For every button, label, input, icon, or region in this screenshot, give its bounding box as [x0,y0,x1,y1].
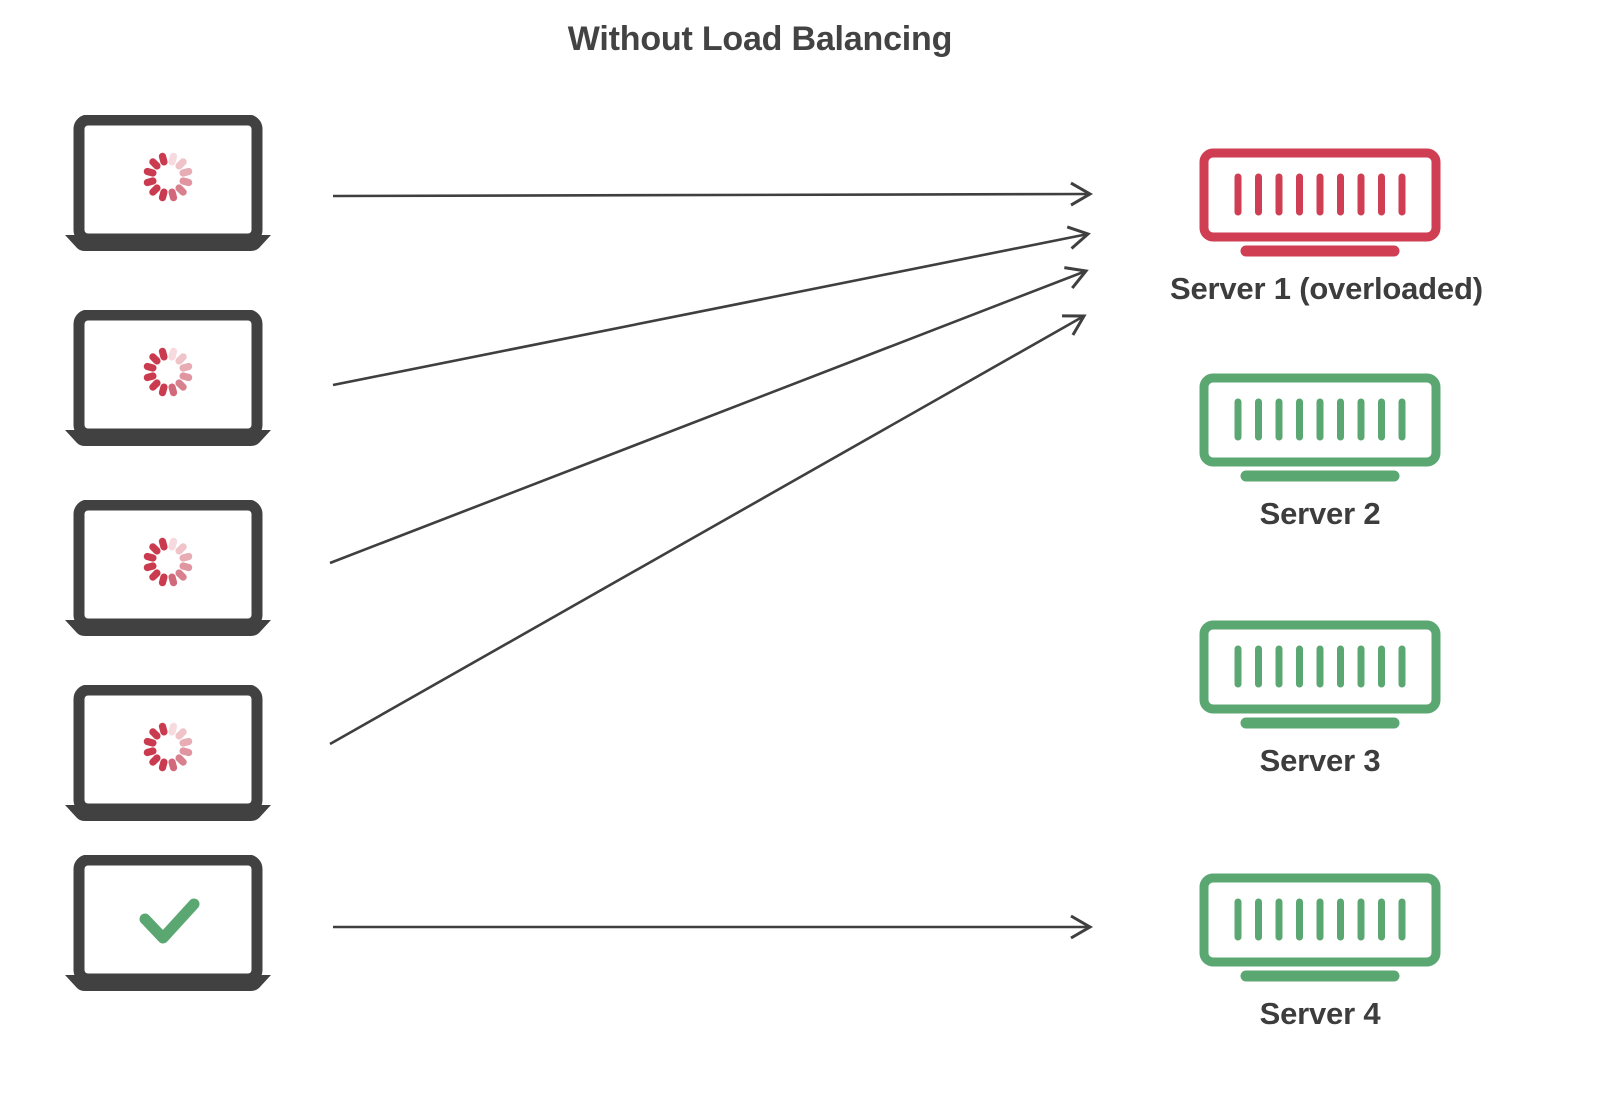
spinner-icon [143,347,193,397]
laptop-base [65,235,271,251]
arrow-shaft [332,232,1089,387]
server-label-2: Server 2 [1259,496,1381,531]
request-arrow-3 [329,266,1089,565]
laptop-screen-frame [73,685,263,815]
laptop-base [65,805,271,821]
spinner-icon [143,722,193,772]
laptop-screen-frame [73,500,263,630]
client-laptop-1 [63,115,273,255]
arrow-head [1070,914,1093,940]
request-arrow-5 [333,914,1093,940]
laptop-base [65,430,271,446]
arrow-shaft [329,269,1087,565]
server-label-3: Server 3 [1259,743,1381,778]
request-arrow-1 [332,181,1093,207]
page-title: Without Load Balancing [567,20,953,58]
arrow-head [1070,181,1093,207]
server-label-1: Server 1 (overloaded) [1170,271,1483,306]
client-laptop-2 [63,310,273,450]
laptop-screen-frame [73,310,263,440]
request-arrow-2 [332,225,1091,387]
server-label-4: Server 4 [1259,996,1381,1031]
spinner-icon [143,152,193,202]
server-chassis [1199,373,1441,467]
server-chassis [1199,148,1441,242]
laptop-screen-frame [73,855,263,985]
arrow-head [1062,314,1087,336]
laptop-base [65,975,271,991]
laptop-screen-frame [73,115,263,245]
laptop-base [65,620,271,636]
checkmark-icon [139,898,200,944]
spinner-icon [143,537,193,587]
arrow-shaft [329,314,1085,746]
server-2: Server 2 [1170,370,1470,532]
client-laptop-3 [63,500,273,640]
server-chassis [1199,620,1441,714]
arrow-head [1066,225,1091,250]
client-laptop-4 [63,685,273,825]
server-4: Server 4 [1170,870,1470,1032]
arrow-head [1064,266,1089,290]
request-arrow-4 [329,314,1087,746]
server-1: Server 1 (overloaded) [1170,145,1483,307]
server-3: Server 3 [1170,617,1470,779]
client-laptop-5 [63,855,273,995]
arrow-shaft [332,192,1091,198]
server-chassis [1199,873,1441,967]
